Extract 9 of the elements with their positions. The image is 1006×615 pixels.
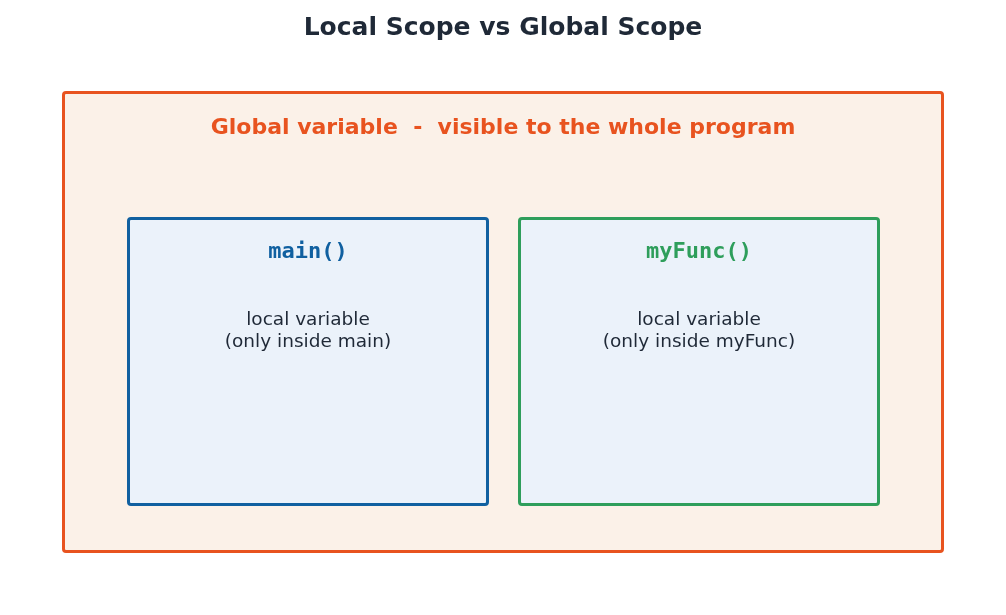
- diagram-title: Local Scope vs Global Scope: [303, 12, 703, 42]
- global-scope-panel: [62, 91, 944, 553]
- function-scope-box: [518, 217, 880, 506]
- function-name: main(): [268, 237, 348, 265]
- panel-heading: Global variable - visible to the whole program: [210, 113, 796, 141]
- description: local variable (only inside myFunc): [602, 308, 796, 352]
- function-scope-box: [127, 217, 489, 506]
- description: local variable (only inside main): [224, 308, 392, 352]
- function-name: myFunc(): [646, 237, 752, 265]
